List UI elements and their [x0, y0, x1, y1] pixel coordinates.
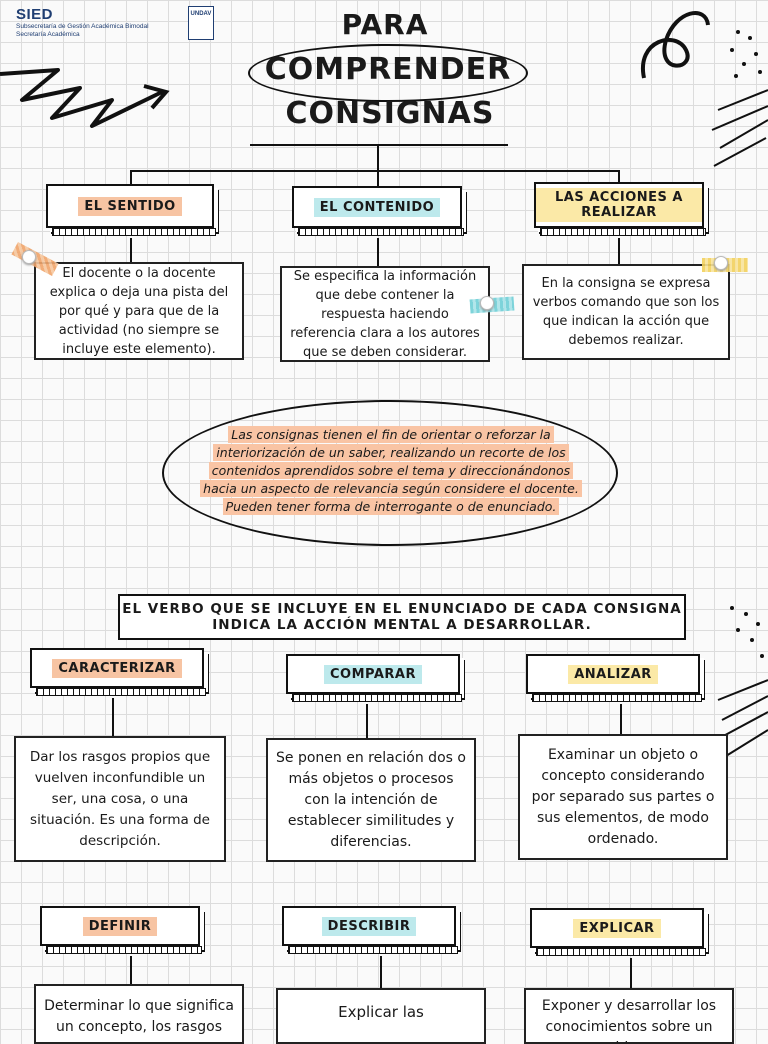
- tag-label: DESCRIBIR: [322, 917, 417, 936]
- tag-describir: DESCRIBIR: [282, 906, 456, 946]
- tag-label: DEFINIR: [83, 917, 158, 936]
- tag-label: COMPARAR: [324, 665, 422, 684]
- tag-base: [36, 688, 206, 696]
- connector: [366, 704, 368, 738]
- title-underline: [250, 144, 508, 146]
- caracterizar-description: Dar los rasgos propios que vuelven incon…: [14, 736, 226, 862]
- connector: [630, 958, 632, 988]
- scribble-doodle-icon: [708, 20, 768, 180]
- description-text: Se especifica la información que debe co…: [290, 267, 480, 362]
- pin-icon: [22, 250, 36, 264]
- tag-base: [46, 946, 202, 954]
- tag-explicar: EXPLICAR: [530, 908, 704, 948]
- connector: [130, 956, 132, 984]
- tag-base: [292, 694, 462, 702]
- title-line-3: CONSIGNAS: [270, 96, 510, 131]
- title-line-2: COMPRENDER: [248, 52, 528, 87]
- tag-base: [52, 228, 216, 236]
- tag-acciones: LAS ACCIONES A REALIZAR: [534, 182, 704, 228]
- description-text: Exponer y desarrollar los conocimientos …: [534, 996, 724, 1044]
- contenido-description: Se especifica la información que debe co…: [280, 266, 490, 362]
- tag-label: LAS ACCIONES A REALIZAR: [536, 188, 702, 222]
- description-text: Se ponen en relación dos o más objetos o…: [276, 748, 466, 853]
- central-highlight: Las consignas tienen el fin de orientar …: [200, 426, 582, 515]
- tag-label: CARACTERIZAR: [52, 659, 181, 678]
- analizar-description: Examinar un objeto o concepto consideran…: [518, 734, 728, 860]
- title-line-1: PARA: [300, 8, 470, 41]
- connector: [112, 698, 114, 736]
- definir-description: Determinar lo que significa un concepto,…: [34, 984, 244, 1044]
- explicar-description: Exponer y desarrollar los conocimientos …: [524, 988, 734, 1044]
- connector: [130, 238, 132, 262]
- pin-icon: [480, 296, 494, 310]
- description-text: Examinar un objeto o concepto consideran…: [528, 745, 718, 850]
- describir-description: Explicar las: [276, 988, 486, 1044]
- loop-doodle-icon: [636, 0, 716, 90]
- tag-analizar: ANALIZAR: [526, 654, 700, 694]
- connector: [377, 238, 379, 266]
- tag-label: EL SENTIDO: [78, 197, 181, 216]
- description-text: Explicar las: [338, 1002, 424, 1023]
- sentido-description: El docente o la docente explica o deja u…: [34, 262, 244, 360]
- connector: [380, 956, 382, 988]
- tag-base: [536, 948, 706, 956]
- verbs-heading: EL VERBO QUE SE INCLUYE EN EL ENUNCIADO …: [118, 594, 686, 640]
- description-text: El docente o la docente explica o deja u…: [44, 264, 234, 359]
- tag-label: EL CONTENIDO: [314, 198, 440, 217]
- acciones-description: En la consigna se expresa verbos comando…: [522, 264, 730, 360]
- tag-caracterizar: CARACTERIZAR: [30, 648, 204, 688]
- org-name: SIED: [16, 6, 149, 23]
- tag-el-contenido: EL CONTENIDO: [292, 186, 462, 228]
- undav-logo: UNDAV: [188, 6, 214, 40]
- tag-label: EXPLICAR: [573, 919, 660, 938]
- description-text: Dar los rasgos propios que vuelven incon…: [24, 747, 216, 852]
- comparar-description: Se ponen en relación dos o más objetos o…: [266, 738, 476, 862]
- connector: [377, 146, 379, 172]
- tag-label: ANALIZAR: [568, 665, 658, 684]
- tag-base: [298, 228, 464, 236]
- connector: [620, 704, 622, 734]
- description-text: En la consigna se expresa verbos comando…: [532, 274, 720, 350]
- tag-definir: DEFINIR: [40, 906, 200, 946]
- sied-logo: SIED Subsecretaría de Gestión Académica …: [16, 6, 149, 39]
- description-text: Determinar lo que significa un concepto,…: [44, 996, 234, 1038]
- connector: [130, 170, 620, 172]
- org-subtitle-2: Secretaría Académica: [16, 31, 149, 39]
- tag-base: [540, 228, 706, 236]
- undav-logo-text: UNDAV: [191, 11, 212, 17]
- verbs-heading-text: EL VERBO QUE SE INCLUYE EN EL ENUNCIADO …: [120, 601, 684, 633]
- org-subtitle-1: Subsecretaría de Gestión Académica Bimod…: [16, 23, 149, 31]
- zigzag-arrow-icon: [0, 60, 175, 140]
- central-text: Las consignas tienen el fin de orientar …: [192, 426, 590, 516]
- tag-base: [532, 694, 702, 702]
- tag-el-sentido: EL SENTIDO: [46, 184, 214, 228]
- pin-icon: [714, 256, 728, 270]
- connector: [618, 238, 620, 264]
- tag-base: [288, 946, 458, 954]
- tag-comparar: COMPARAR: [286, 654, 460, 694]
